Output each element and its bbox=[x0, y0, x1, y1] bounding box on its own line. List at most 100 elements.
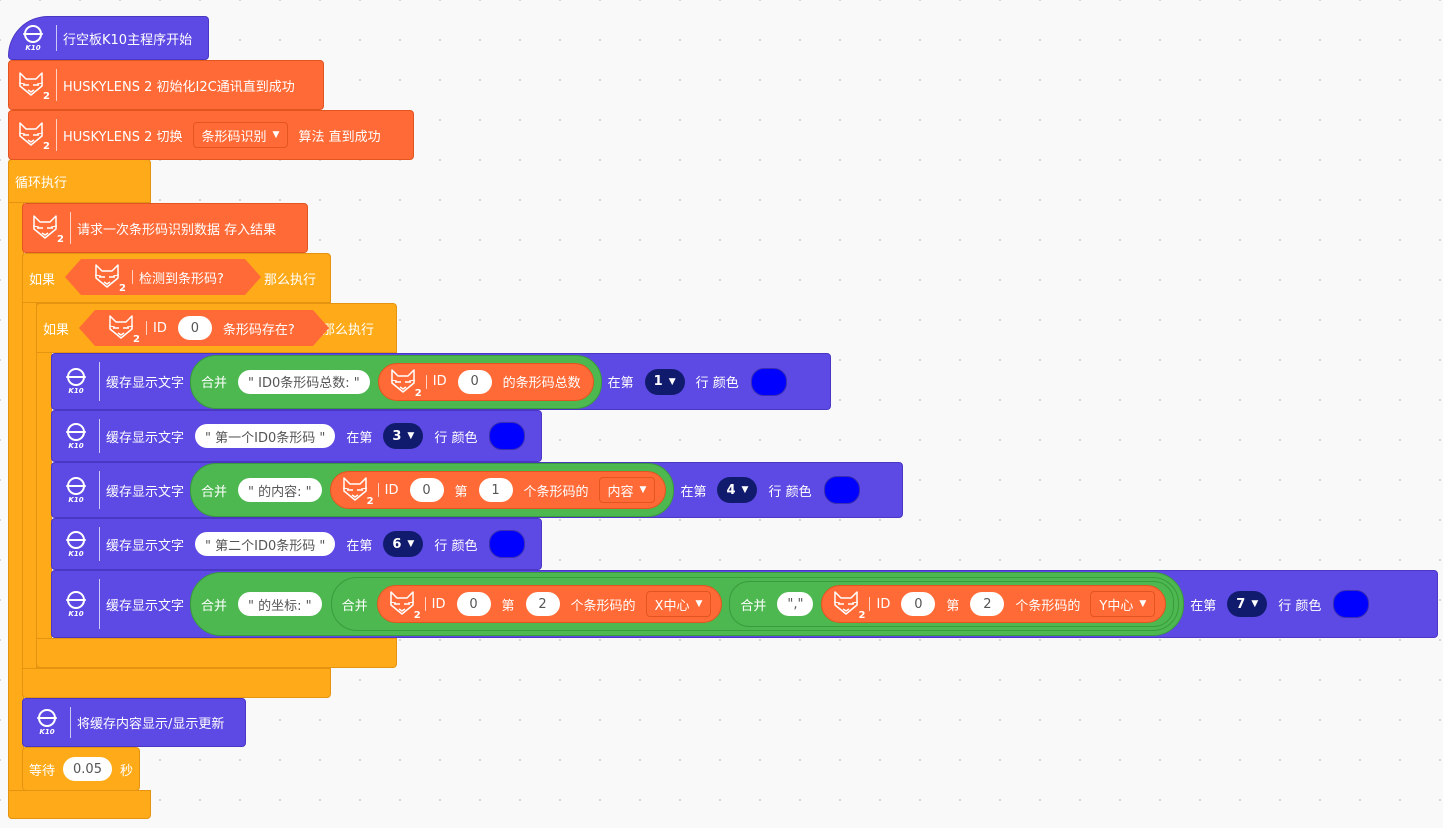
text-input[interactable]: " ID0条形码总数: " bbox=[238, 369, 370, 394]
huskylens-icon: 2 bbox=[99, 313, 147, 343]
request-block[interactable]: 2 请求一次条形码识别数据 存入结果 bbox=[22, 203, 308, 253]
main-start-hat[interactable]: K10 行空板K10主程序开始 bbox=[8, 16, 209, 60]
row-suffix: 行 颜色 bbox=[434, 538, 478, 554]
nth-input[interactable]: 2 bbox=[525, 592, 560, 616]
text-input[interactable]: " 第一个ID0条形码 " bbox=[195, 424, 336, 448]
display-update-block[interactable]: K10 将缓存内容显示/显示更新 bbox=[22, 698, 246, 747]
id-input[interactable]: 0 bbox=[901, 592, 936, 616]
huskylens-icon: 2 bbox=[335, 475, 379, 507]
huskylens-init-label: HUSKYLENS 2 初始化I2C通讯直到成功 bbox=[63, 79, 295, 95]
color-picker[interactable] bbox=[750, 367, 787, 396]
k10-icon: K10 bbox=[52, 571, 100, 637]
text-input[interactable]: " 第二个ID0条形码 " bbox=[195, 532, 336, 556]
cache-text-block-5[interactable]: K10 缓存显示文字 合并 " 的坐标: " 合并 2 ID 0 第 2 个条形… bbox=[51, 570, 1438, 638]
barcode-y-reporter[interactable]: 2 ID 0 第 2 个条形码的 Y中心▼ bbox=[821, 585, 1167, 623]
huskylens-icon: 2 bbox=[826, 589, 871, 621]
row-prefix: 在第 bbox=[607, 376, 634, 391]
chevron-down-icon: ▼ bbox=[407, 431, 415, 441]
merge-block-middle[interactable]: 合并 2 ID 0 第 2 个条形码的 X中心▼ 合并 "," 2 ID 0 第… bbox=[330, 577, 1180, 631]
huskylens-icon: 2 bbox=[383, 367, 427, 399]
if2-condition[interactable]: 2 ID 0 条形码存在? bbox=[79, 310, 329, 346]
if2-id-input[interactable]: 0 bbox=[178, 316, 212, 340]
of-label: 个条形码的 bbox=[523, 484, 589, 500]
line-value: 1 bbox=[653, 374, 663, 389]
if1-condition-label: 检测到条形码? bbox=[139, 271, 224, 287]
line-value: 3 bbox=[392, 428, 402, 444]
line-dropdown[interactable]: 7▼ bbox=[1227, 591, 1268, 617]
text-input[interactable]: " 的内容: " bbox=[238, 478, 322, 502]
if2-then-label: 那么执行 bbox=[322, 322, 375, 338]
if2-body-left bbox=[36, 303, 52, 668]
barcode-count-reporter[interactable]: 2 ID 0 的条形码总数 bbox=[377, 362, 594, 401]
chevron-down-icon: ▼ bbox=[639, 485, 647, 495]
nth-input[interactable]: 2 bbox=[970, 592, 1005, 616]
huskylens-init-block[interactable]: 2 HUSKYLENS 2 初始化I2C通讯直到成功 bbox=[8, 60, 324, 110]
text-input[interactable]: " 的坐标: " bbox=[238, 592, 322, 616]
id-input[interactable]: 0 bbox=[457, 369, 492, 394]
row-prefix: 在第 bbox=[346, 430, 373, 446]
line-dropdown[interactable]: 3▼ bbox=[383, 423, 424, 449]
loop-block[interactable]: 循环执行 bbox=[8, 159, 151, 203]
cache-text-block-1[interactable]: K10 缓存显示文字 合并 " ID0条形码总数: " 2 ID 0 的条形码总… bbox=[51, 353, 831, 410]
id-input[interactable]: 0 bbox=[456, 592, 491, 616]
chevron-down-icon: ▼ bbox=[1251, 599, 1259, 609]
wait-label: 等待 bbox=[29, 763, 56, 779]
main-start-label: 行空板K10主程序开始 bbox=[63, 32, 193, 48]
wait-block[interactable]: 等待 0.05 秒 bbox=[22, 747, 140, 791]
k10-icon: K10 bbox=[52, 411, 100, 461]
huskylens-icon: 2 bbox=[85, 262, 133, 292]
color-picker[interactable] bbox=[489, 530, 526, 558]
barcode-x-reporter[interactable]: 2 ID 0 第 2 个条形码的 X中心▼ bbox=[376, 585, 723, 623]
cache-label: 缓存显示文字 bbox=[106, 430, 185, 446]
line-dropdown[interactable]: 1▼ bbox=[644, 368, 685, 395]
row-suffix: 行 颜色 bbox=[1278, 598, 1322, 614]
of-label: 个条形码的 bbox=[570, 598, 636, 614]
merge-block-outer[interactable]: 合并 " 的坐标: " 合并 2 ID 0 第 2 个条形码的 X中心▼ 合并 … bbox=[190, 572, 1185, 636]
if2-id-label: ID bbox=[153, 320, 167, 336]
separator-input[interactable]: "," bbox=[777, 592, 814, 616]
color-picker[interactable] bbox=[489, 422, 526, 450]
algorithm-dropdown[interactable]: 条形码识别▼ bbox=[192, 122, 289, 148]
merge-label: 合并 bbox=[201, 376, 228, 391]
line-value: 4 bbox=[726, 482, 736, 498]
id-label: ID bbox=[876, 596, 891, 612]
of-label: 个条形码的 bbox=[1015, 598, 1081, 614]
field-dropdown[interactable]: 内容▼ bbox=[598, 477, 656, 503]
huskylens-switch-block[interactable]: 2 HUSKYLENS 2 切换 条形码识别▼ 算法 直到成功 bbox=[8, 110, 414, 160]
cache-text-block-2[interactable]: K10 缓存显示文字 " 第一个ID0条形码 " 在第 3▼ 行 颜色 bbox=[51, 410, 542, 462]
merge-block[interactable]: 合并 " ID0条形码总数: " 2 ID 0 的条形码总数 bbox=[190, 354, 602, 409]
if1-footer bbox=[22, 668, 331, 698]
wait-input[interactable]: 0.05 bbox=[63, 757, 112, 781]
if1-then-label: 那么执行 bbox=[264, 272, 317, 288]
merge-block[interactable]: 合并 " 的内容: " 2 ID 0 第 1 个条形码的 内容▼ bbox=[190, 463, 675, 517]
field-x-dropdown[interactable]: X中心▼ bbox=[645, 591, 712, 617]
field-value: Y中心 bbox=[1099, 598, 1134, 614]
merge-label: 合并 bbox=[341, 598, 368, 614]
nth-label: 第 bbox=[946, 598, 960, 614]
huskylens-icon: 2 bbox=[382, 589, 426, 621]
row-suffix: 行 颜色 bbox=[695, 376, 739, 391]
color-picker[interactable] bbox=[1333, 590, 1370, 618]
switch-prefix: HUSKYLENS 2 切换 bbox=[63, 129, 183, 145]
loop-footer bbox=[8, 790, 151, 819]
if1-condition[interactable]: 2 检测到条形码? bbox=[65, 259, 261, 295]
nth-input[interactable]: 1 bbox=[478, 478, 513, 502]
line-dropdown[interactable]: 6▼ bbox=[383, 531, 424, 557]
wait-unit: 秒 bbox=[119, 763, 133, 779]
id-label: ID bbox=[431, 596, 446, 612]
id-input[interactable]: 0 bbox=[409, 478, 444, 502]
line-dropdown[interactable]: 4▼ bbox=[717, 477, 758, 503]
line-value: 7 bbox=[1236, 596, 1246, 612]
merge-block-inner[interactable]: 合并 "," 2 ID 0 第 2 个条形码的 Y中心▼ bbox=[729, 581, 1175, 627]
cache-text-block-3[interactable]: K10 缓存显示文字 合并 " 的内容: " 2 ID 0 第 1 个条形码的 … bbox=[51, 462, 903, 518]
huskylens-icon: 2 bbox=[9, 111, 57, 159]
row-suffix: 行 颜色 bbox=[434, 430, 478, 446]
nth-label: 第 bbox=[454, 484, 468, 500]
row-suffix: 行 颜色 bbox=[768, 484, 812, 500]
cache-text-block-4[interactable]: K10 缓存显示文字 " 第二个ID0条形码 " 在第 6▼ 行 颜色 bbox=[51, 518, 542, 570]
merge-label: 合并 bbox=[201, 484, 228, 500]
barcode-content-reporter[interactable]: 2 ID 0 第 1 个条形码的 内容▼ bbox=[329, 471, 667, 509]
field-y-dropdown[interactable]: Y中心▼ bbox=[1090, 591, 1156, 617]
color-picker[interactable] bbox=[823, 476, 860, 504]
algorithm-value: 条形码识别 bbox=[201, 129, 267, 145]
